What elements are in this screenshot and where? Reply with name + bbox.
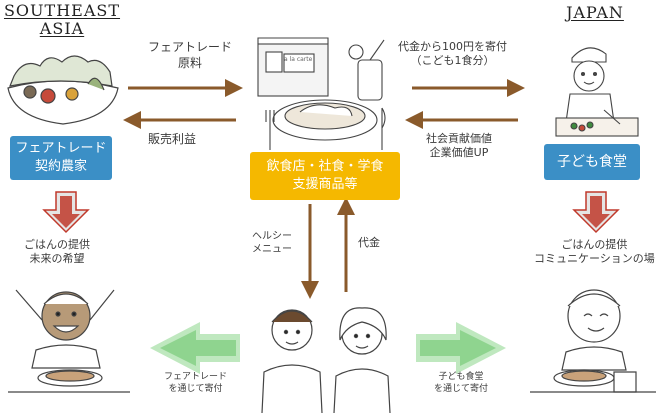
- region-label-southeast-asia: SOUTHEAST ASIA: [2, 2, 122, 37]
- kids-cafeteria-box: 子ども食堂: [544, 144, 640, 180]
- donation-label: 代金から100円を寄付 （こども1食分）: [398, 40, 507, 68]
- right-outcome-label: ごはんの提供 コミュニケーションの場: [534, 238, 655, 266]
- kids-donation-label: 子ども食堂 を通じて寄付: [434, 372, 489, 394]
- healthy-menu-label: ヘルシー メニュー: [252, 231, 292, 255]
- right-red-down-arrow: [572, 191, 620, 234]
- left-red-down-arrow: [42, 191, 90, 234]
- fairtrade-farmers-box: フェアトレード 契約農家: [10, 136, 112, 180]
- fork-icon: [265, 110, 275, 150]
- csr-value-label: 社会貢献価値 企業価値UP: [426, 132, 492, 160]
- region-label-asia: ASIA: [39, 18, 85, 38]
- region-label-southeast: SOUTHEAST: [3, 1, 121, 20]
- region-label-japan: JAPAN: [566, 3, 624, 22]
- sales-profit-label: 販売利益: [148, 132, 197, 146]
- knife-icon: [381, 107, 386, 150]
- vegetable-bowl-icon: [7, 55, 119, 125]
- restaurants-box: 飲食店・社食・学食 支援商品等: [250, 152, 400, 200]
- customers-illustration: [261, 307, 391, 413]
- left-outcome-label: ごはんの提供 未来の希望: [24, 238, 90, 266]
- happy-child-icon: [8, 289, 130, 393]
- cooking-child-icon: [555, 47, 639, 137]
- drink-glass-icon: [348, 39, 385, 101]
- raw-materials-label: フェアトレード 原料: [148, 40, 233, 70]
- right-green-arrow: [416, 322, 506, 374]
- restaurant-sign-text: a la carte: [284, 56, 313, 63]
- left-green-arrow: [150, 322, 240, 374]
- restaurant-illustration: [257, 37, 386, 150]
- fairtrade-donation-label: フェアトレード を通じて寄付: [164, 372, 228, 394]
- eating-child-icon: [530, 289, 656, 393]
- payment-label: 代金: [358, 236, 380, 249]
